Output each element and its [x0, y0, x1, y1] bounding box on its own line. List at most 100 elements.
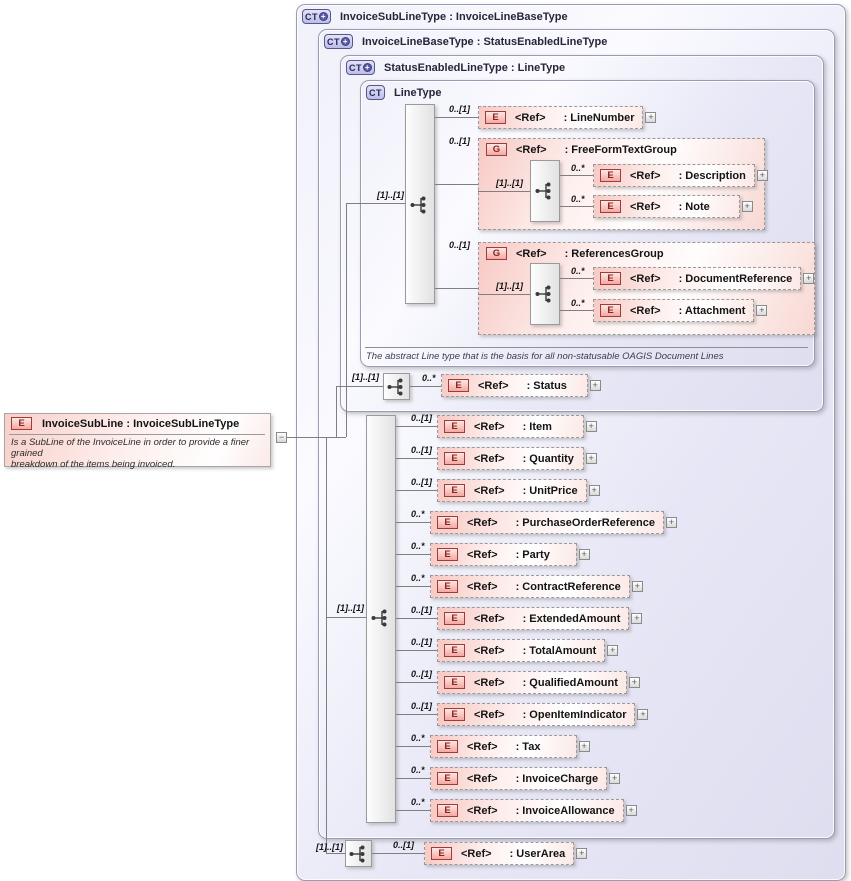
expand-icon[interactable]: + — [607, 645, 619, 656]
element-linenumber[interactable]: E<Ref>: LineNumber+ — [478, 106, 657, 129]
element-name: : OpenItemIndicator — [522, 708, 627, 721]
expand-icon[interactable]: + — [756, 170, 768, 181]
element-name: : InvoiceCharge — [515, 772, 599, 785]
element-party[interactable]: E<Ref>: Party+ — [430, 543, 590, 566]
element-icon: E — [437, 516, 458, 529]
sequence-compositor-bar[interactable] — [405, 104, 435, 304]
ref-label: <Ref> — [467, 580, 498, 593]
element-openitemindicator[interactable]: E<Ref>: OpenItemIndicator+ — [437, 703, 649, 726]
element-box[interactable]: E<Ref>: PurchaseOrderReference — [430, 511, 664, 534]
element-box[interactable]: E<Ref>: Item — [437, 415, 584, 438]
element-icon: E — [600, 200, 621, 213]
expand-icon[interactable]: + — [803, 273, 815, 284]
expand-icon[interactable]: + — [637, 709, 649, 720]
connector-line — [396, 810, 430, 811]
sequence-icon[interactable] — [383, 373, 410, 400]
element-icon: E — [431, 847, 452, 860]
expand-icon[interactable]: + — [631, 613, 643, 624]
connector-line — [396, 682, 437, 683]
element-box[interactable]: E<Ref>: OpenItemIndicator — [437, 703, 636, 726]
element-name: : DocumentReference — [678, 272, 793, 285]
element-icon: E — [444, 452, 465, 465]
element-qualifiedamount[interactable]: E<Ref>: QualifiedAmount+ — [437, 671, 640, 694]
element-box[interactable]: E<Ref>: InvoiceAllowance — [430, 799, 624, 822]
element-box[interactable]: E<Ref>: Description — [593, 164, 755, 187]
connector-line — [435, 117, 478, 118]
element-box[interactable]: E<Ref>: InvoiceCharge — [430, 767, 608, 790]
connector-line — [410, 386, 441, 387]
connector-line — [396, 426, 437, 427]
expand-icon[interactable]: + — [609, 773, 621, 784]
expand-icon[interactable]: + — [645, 112, 657, 123]
element-box[interactable]: E<Ref>: ExtendedAmount — [437, 607, 630, 630]
element-documentreference[interactable]: E<Ref>: DocumentReference+ — [593, 267, 815, 290]
expand-icon[interactable]: + — [631, 581, 643, 592]
element-box[interactable]: E<Ref>: TotalAmount — [437, 639, 606, 662]
element-note[interactable]: E<Ref>: Note+ — [593, 195, 753, 218]
element-item[interactable]: E<Ref>: Item+ — [437, 415, 597, 438]
element-box[interactable]: E<Ref>: Party — [430, 543, 577, 566]
element-box[interactable]: E<Ref>: UserArea — [424, 842, 575, 865]
connector-line — [560, 310, 593, 311]
element-tax[interactable]: E<Ref>: Tax+ — [430, 735, 590, 758]
element-box[interactable]: E<Ref>: DocumentReference — [593, 267, 802, 290]
element-box[interactable]: E<Ref>: ContractReference — [430, 575, 630, 598]
element-invoicesubline[interactable]: E InvoiceSubLine : InvoiceSubLineType Is… — [4, 413, 271, 470]
expand-icon[interactable]: + — [578, 549, 590, 560]
connector-line — [478, 294, 530, 295]
sequence-icon[interactable] — [530, 160, 560, 222]
expand-icon[interactable]: + — [585, 421, 597, 432]
element-box[interactable]: E<Ref>: Tax — [430, 735, 577, 758]
element-header: E InvoiceSubLine : InvoiceSubLineType — [11, 417, 239, 430]
sequence-icon[interactable] — [530, 263, 560, 325]
occurrence-label: 0..[1] — [449, 136, 471, 146]
expand-icon[interactable]: + — [589, 380, 601, 391]
element-icon: E — [444, 708, 465, 721]
element-invoicecharge[interactable]: E<Ref>: InvoiceCharge+ — [430, 767, 621, 790]
sequence-compositor-bar[interactable] — [366, 415, 396, 823]
element-box[interactable]: E<Ref>: QualifiedAmount — [437, 671, 627, 694]
element-contractreference[interactable]: E<Ref>: ContractReference+ — [430, 575, 643, 598]
element-totalamount[interactable]: E<Ref>: TotalAmount+ — [437, 639, 619, 662]
element-box[interactable]: E<Ref>: Status — [441, 374, 588, 397]
connector-line — [560, 278, 593, 279]
element-extendedamount[interactable]: E<Ref>: ExtendedAmount+ — [437, 607, 643, 630]
element-invoiceallowance[interactable]: E<Ref>: InvoiceAllowance+ — [430, 799, 637, 822]
expand-icon[interactable]: + — [665, 517, 677, 528]
expand-icon[interactable]: + — [585, 453, 597, 464]
expand-icon[interactable]: + — [625, 805, 637, 816]
element-status[interactable]: E<Ref>: Status+ — [441, 374, 601, 397]
sequence-icon[interactable] — [345, 840, 372, 867]
element-box[interactable]: E<Ref>: UnitPrice — [437, 479, 587, 502]
derived-plus-icon: + — [363, 63, 372, 72]
element-description[interactable]: E<Ref>: Description+ — [593, 164, 768, 187]
linetype-annotation: The abstract Line type that is the basis… — [366, 351, 724, 362]
element-purchaseorderreference[interactable]: E<Ref>: PurchaseOrderReference+ — [430, 511, 677, 534]
element-icon: E — [444, 612, 465, 625]
element-unitprice[interactable]: E<Ref>: UnitPrice+ — [437, 479, 600, 502]
complextype-header: CT+ StatusEnabledLineType : LineType — [346, 60, 565, 75]
connector-line — [396, 554, 430, 555]
collapse-icon[interactable]: − — [276, 432, 287, 443]
occurrence-label: 0..[1] — [411, 701, 433, 711]
expand-icon[interactable]: + — [576, 848, 588, 859]
complextype-header: CT LineType — [366, 85, 441, 100]
expand-icon[interactable]: + — [741, 201, 753, 212]
connector-line — [396, 650, 437, 651]
expand-icon[interactable]: + — [756, 305, 768, 316]
expand-icon[interactable]: + — [628, 677, 640, 688]
element-icon: E — [11, 417, 32, 430]
expand-icon[interactable]: + — [578, 741, 590, 752]
occurrence-label: 0..* — [411, 765, 425, 775]
occurrence-label: 0..[1] — [411, 605, 433, 615]
element-box[interactable]: E<Ref>: Quantity — [437, 447, 584, 470]
element-box[interactable]: E<Ref>: LineNumber — [478, 106, 644, 129]
connector-line — [396, 458, 437, 459]
element-box[interactable]: E<Ref>: Note — [593, 195, 740, 218]
element-box[interactable]: E<Ref>: Attachment — [593, 299, 755, 322]
element-attachment[interactable]: E<Ref>: Attachment+ — [593, 299, 768, 322]
complextype-header: CT+ InvoiceLineBaseType : StatusEnabledL… — [324, 34, 607, 49]
element-quantity[interactable]: E<Ref>: Quantity+ — [437, 447, 597, 470]
element-userarea[interactable]: E<Ref>: UserArea+ — [424, 842, 588, 865]
expand-icon[interactable]: + — [588, 485, 600, 496]
